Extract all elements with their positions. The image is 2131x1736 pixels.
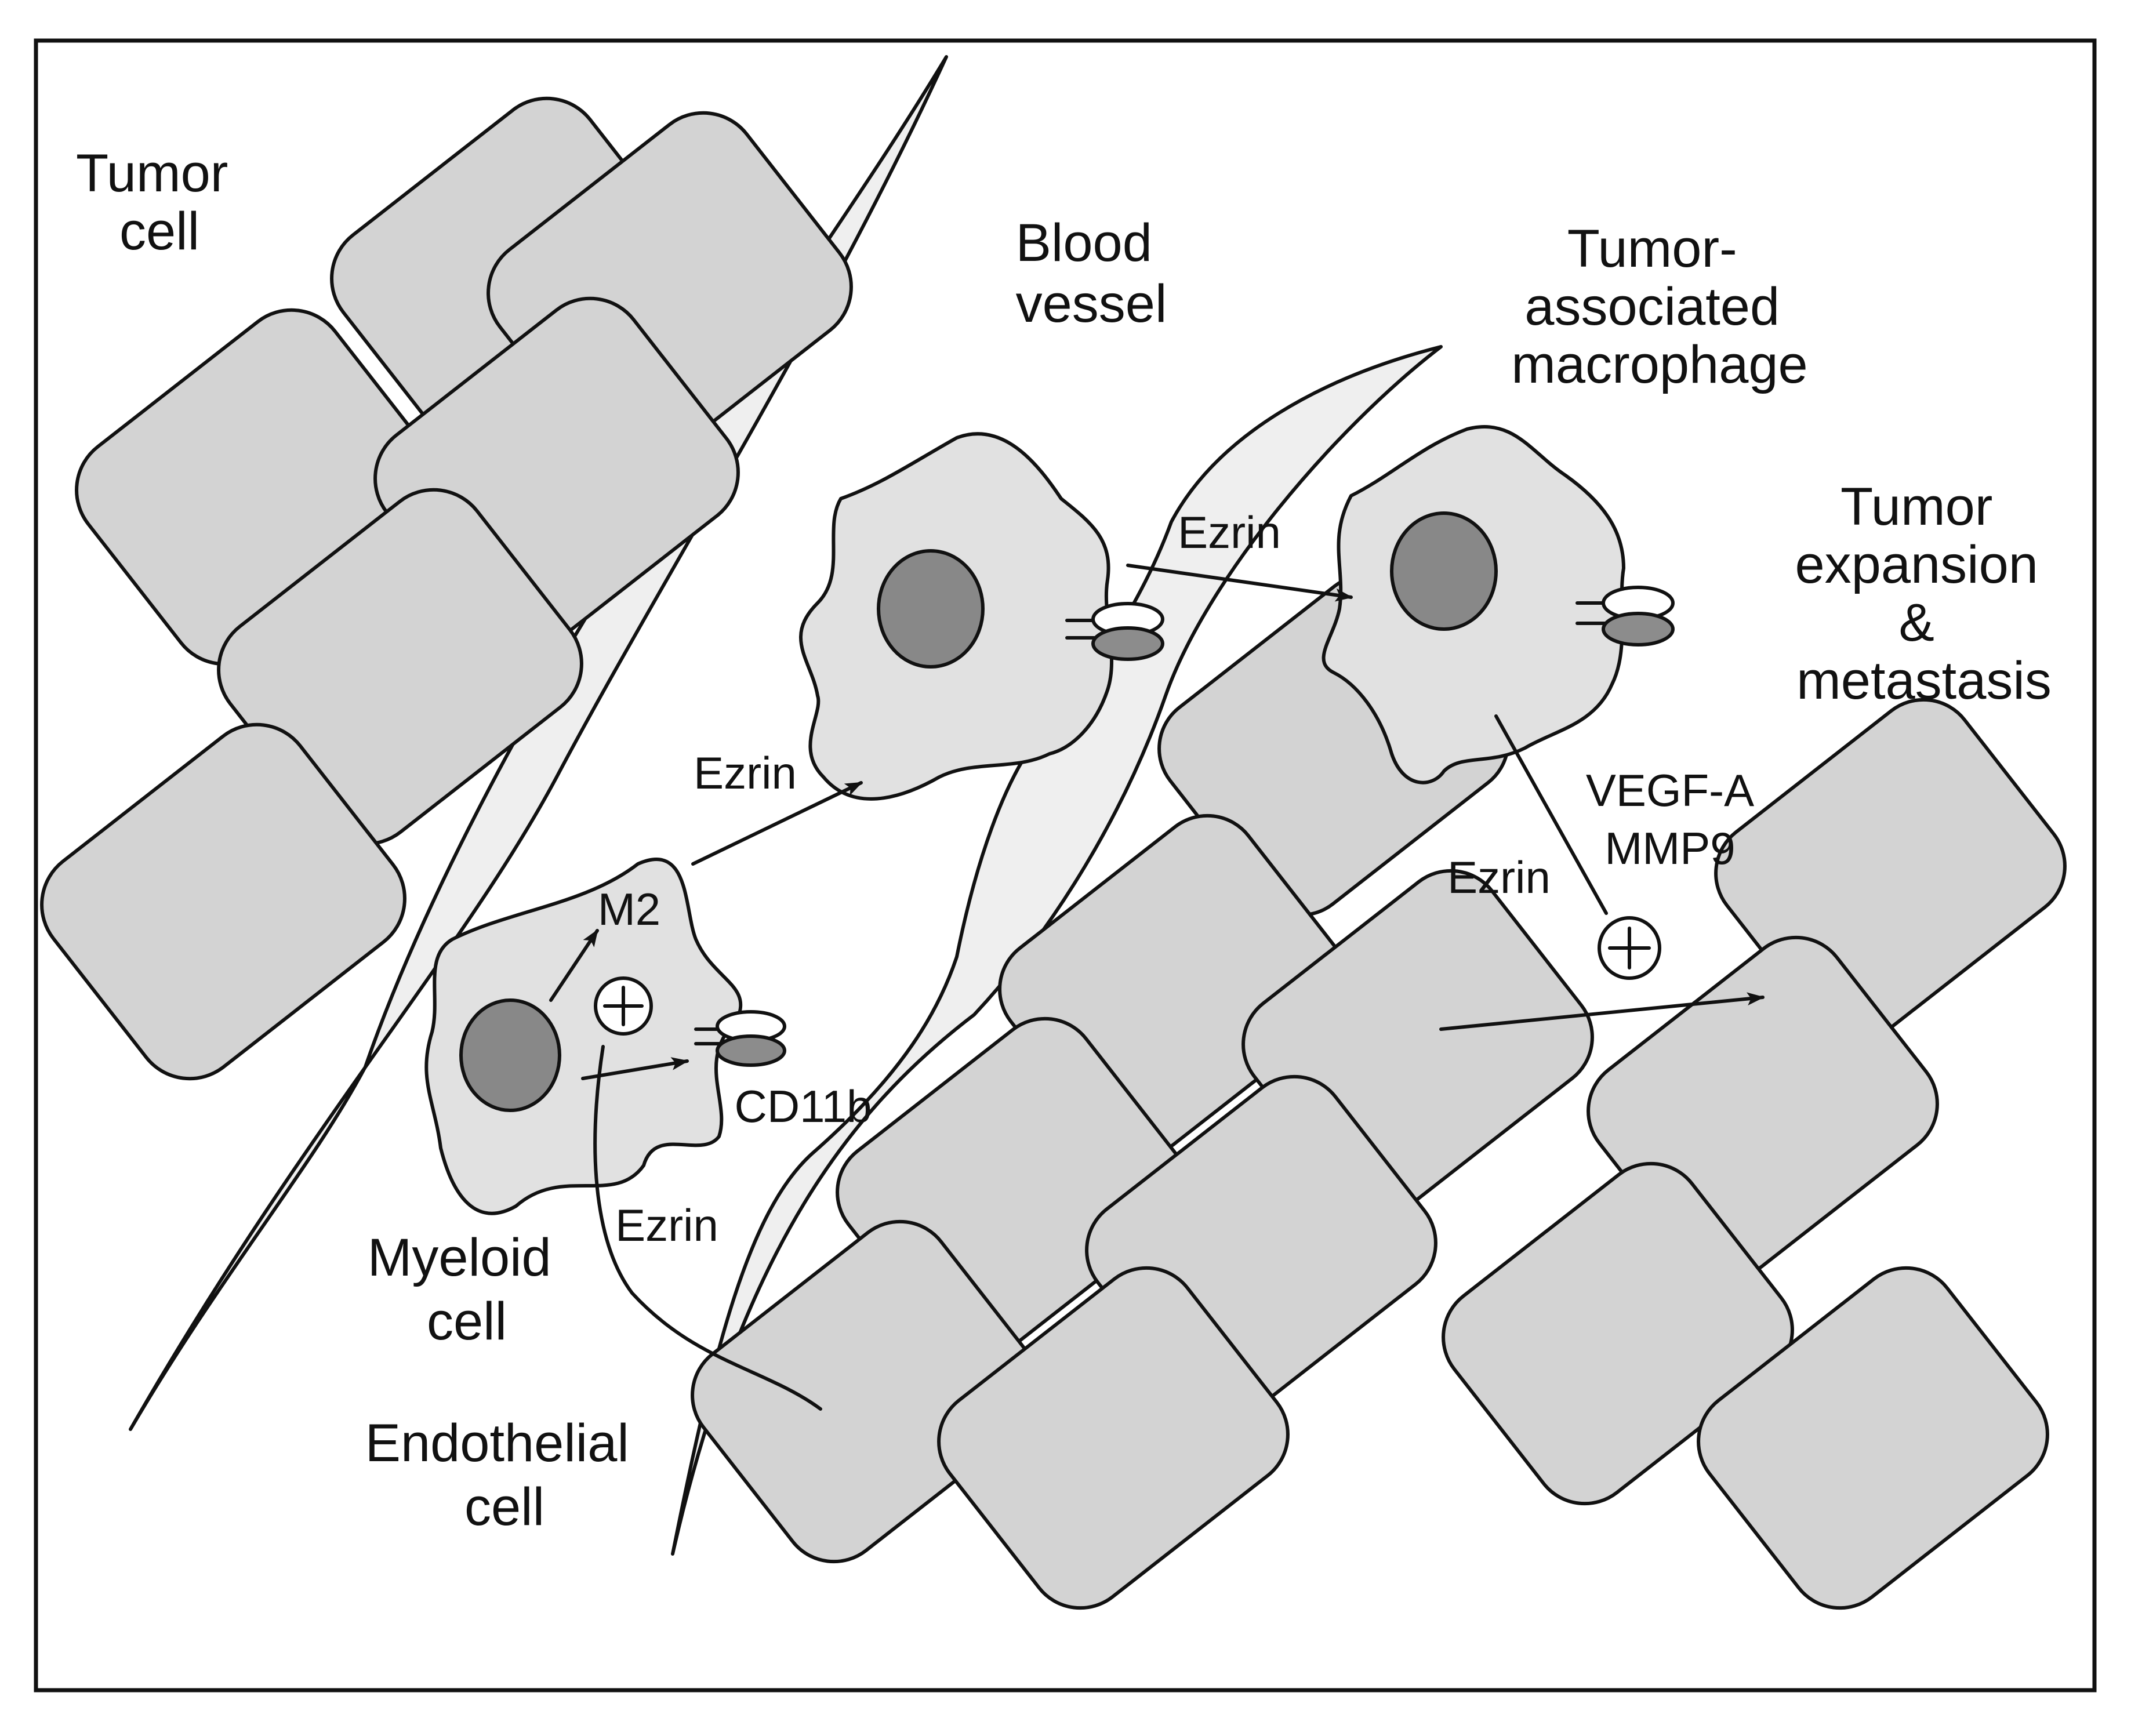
blood-vessel-label: Blood vessel [1016, 213, 1167, 333]
receptor-pair-icon [694, 1010, 786, 1067]
tumor-cell-label: Tumor cell [76, 144, 243, 261]
tumor-expansion-label: Tumor expansion & metastasis [1795, 477, 2053, 710]
left-tumor-cells [40, 96, 853, 1081]
tumor-cell [1697, 1266, 2049, 1610]
metastasis-tumor-cells [1442, 698, 2067, 1610]
arrow-icon [1439, 992, 1765, 1031]
plus-circle-icon [594, 976, 653, 1036]
tumor-cell [40, 722, 406, 1081]
tumor-associated-macrophage [1322, 425, 1625, 785]
tumor-associated-macrophage-label: Tumor- associated macrophage [1511, 219, 1807, 394]
arrow-icon [1126, 564, 1353, 602]
ezrin-label: Ezrin [1447, 852, 1551, 903]
arrow-icon [691, 781, 863, 866]
nucleus [459, 998, 561, 1112]
connector-curve [593, 1045, 822, 1411]
receptor-pair-icon [1065, 602, 1164, 661]
ezrin-label: Ezrin [694, 747, 797, 798]
plus-circle-icon [1598, 916, 1661, 980]
nucleus [1390, 511, 1498, 631]
mmp9-label: MMP9 [1604, 823, 1735, 874]
ezrin-label: Ezrin [1178, 507, 1281, 558]
center-tumor-cells [691, 573, 1594, 1610]
ezrin-label: Ezrin [615, 1200, 718, 1251]
arrow-icon [549, 929, 599, 1002]
vegf-a-label: VEGF-A [1586, 765, 1754, 816]
myeloid-cell [424, 858, 743, 1215]
arrows [549, 564, 1765, 1411]
m2-label: M2 [598, 884, 660, 935]
endothelial-cell-label: Endothelial cell [365, 1414, 644, 1537]
myeloid-cell-label: Myeloid cell [368, 1228, 567, 1351]
nucleus [877, 549, 985, 669]
receptor-pair-icon [1575, 586, 1675, 647]
tumor-cell [937, 1266, 1290, 1610]
migrating-macrophage [799, 432, 1114, 801]
cd11b-label: CD11b [734, 1081, 872, 1132]
connector-line [1494, 714, 1608, 915]
